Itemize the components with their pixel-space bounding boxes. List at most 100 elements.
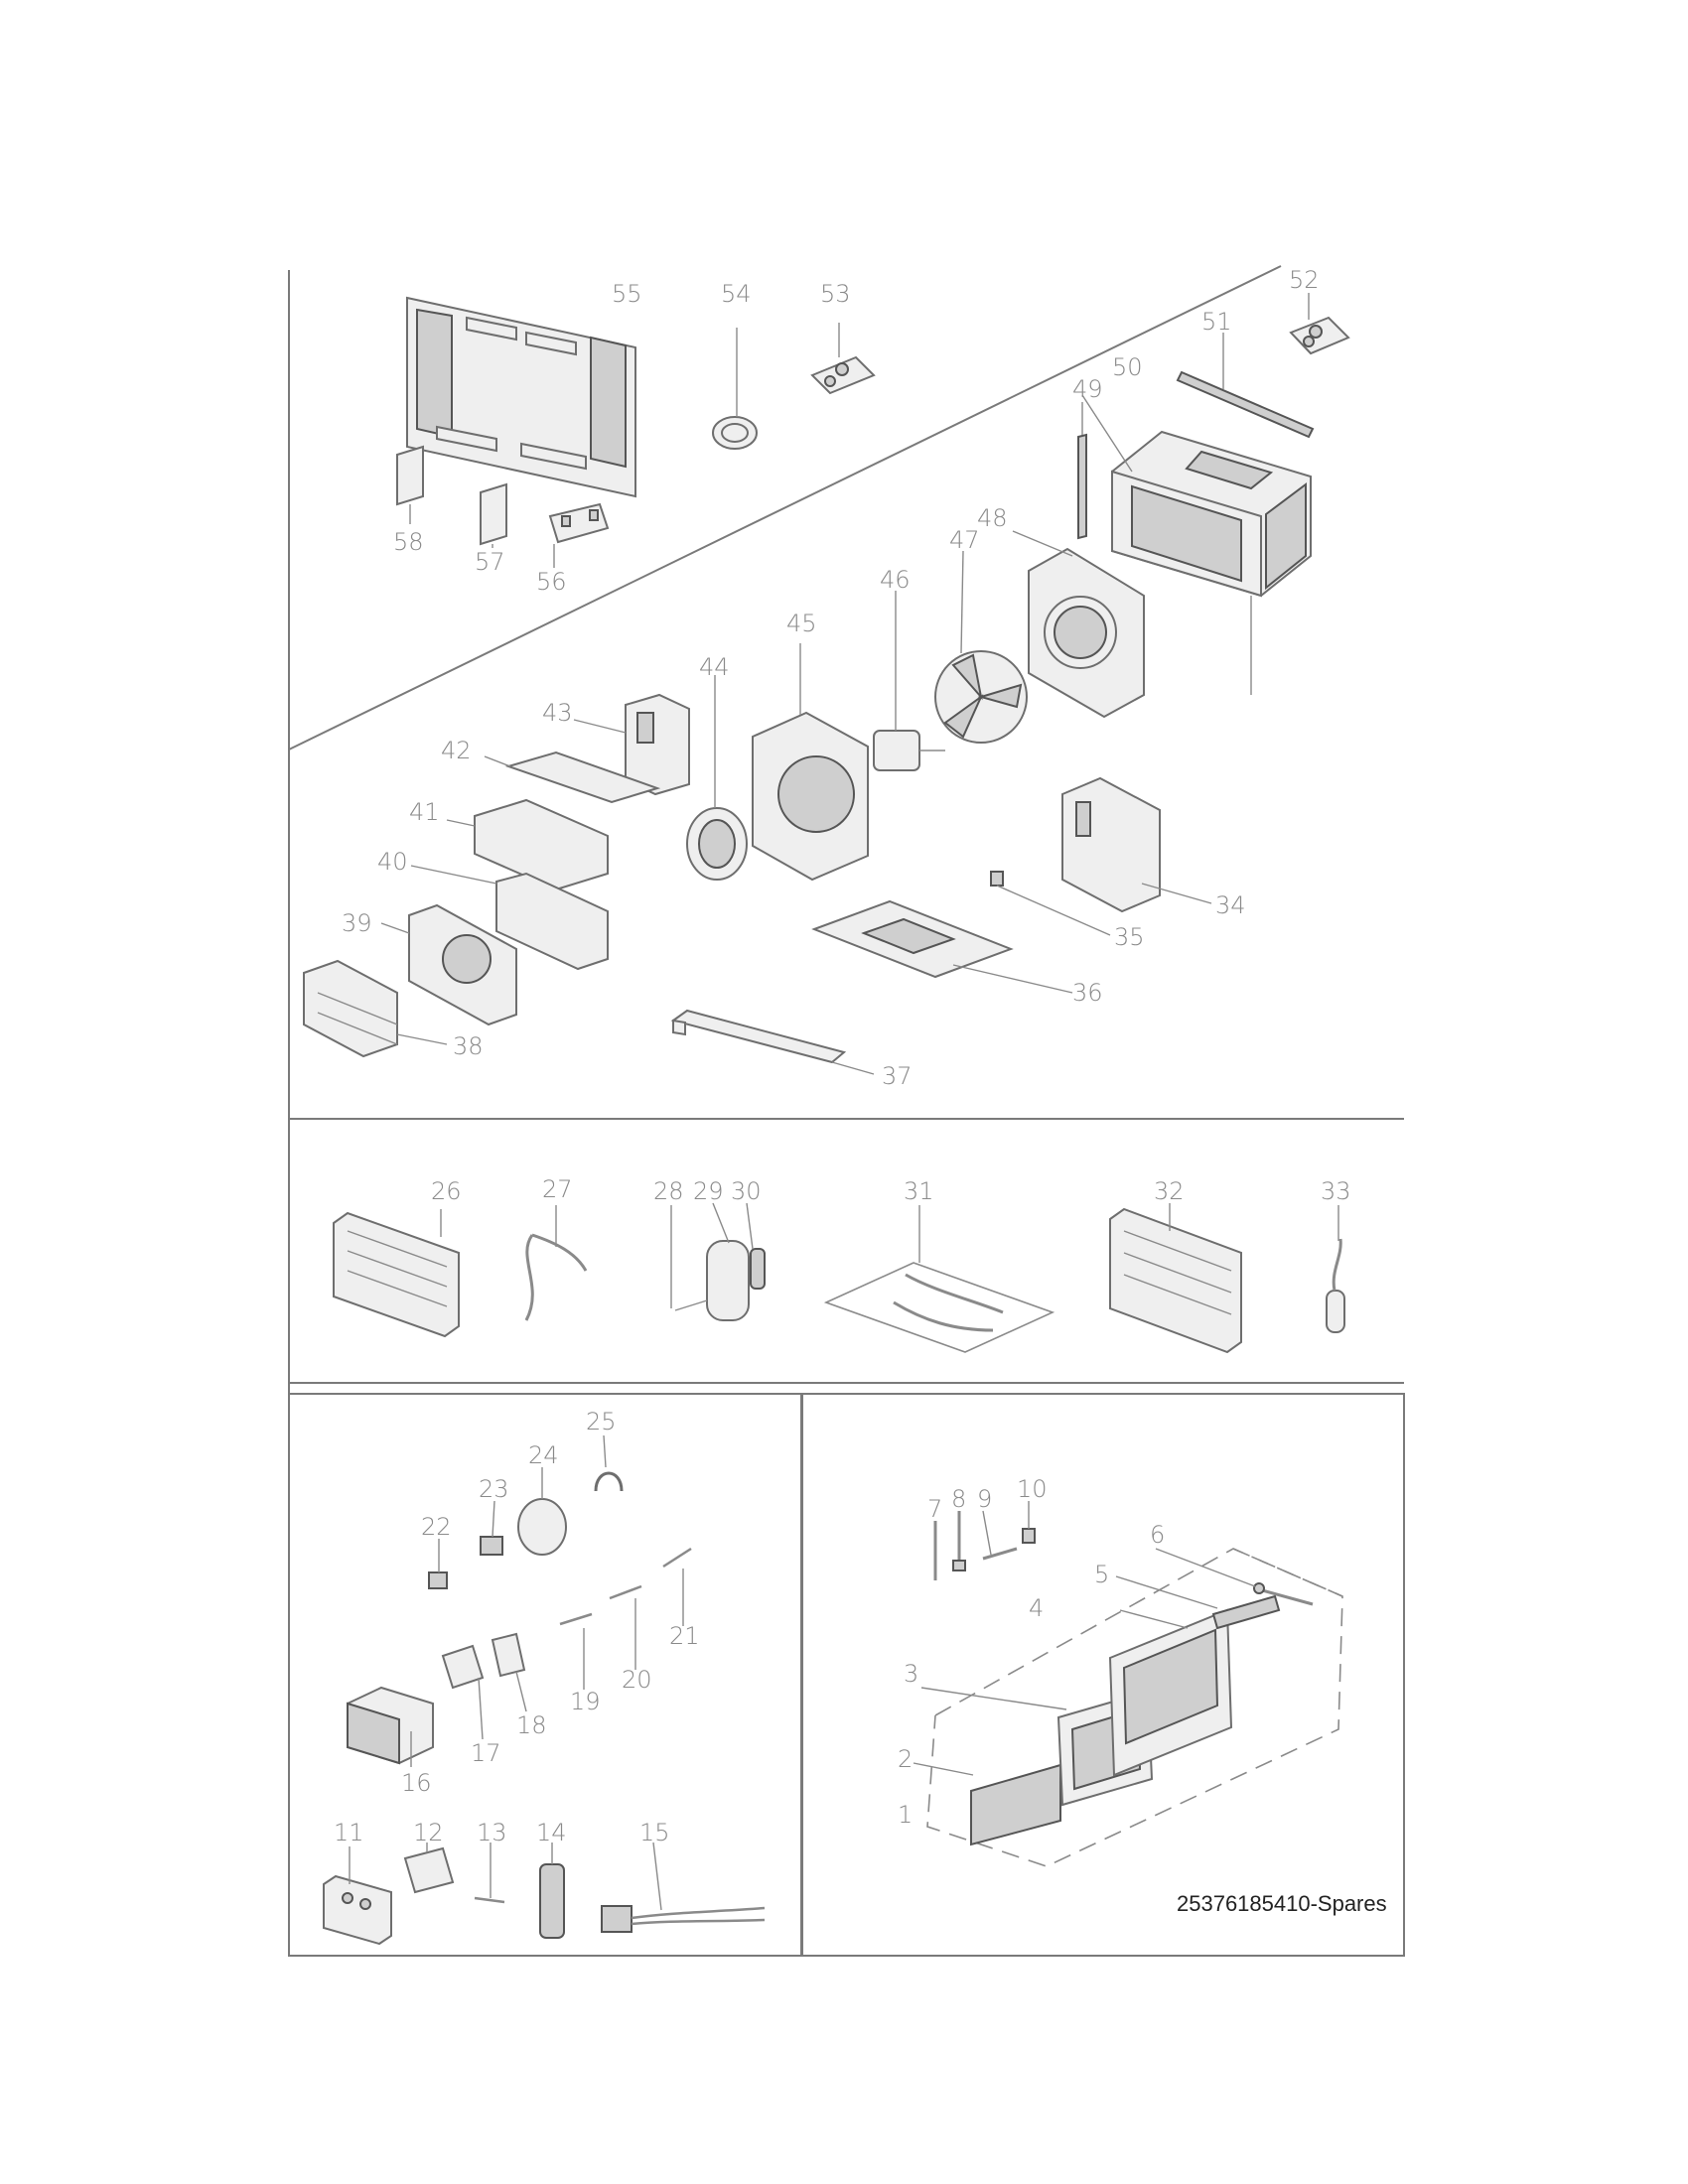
callout-21: 21 — [669, 1622, 700, 1650]
bulkhead-39 — [380, 903, 517, 1026]
callout-51: 51 — [1201, 308, 1232, 336]
section-frames — [288, 265, 1405, 1957]
callout-1: 1 — [898, 1801, 913, 1829]
callout-39: 39 — [342, 909, 372, 937]
callout-15: 15 — [639, 1819, 670, 1846]
housing-41 — [446, 798, 609, 891]
callout-24: 24 — [528, 1441, 559, 1469]
callout-16: 16 — [401, 1769, 432, 1797]
callout-30: 30 — [731, 1177, 762, 1205]
callout-53: 53 — [820, 280, 851, 308]
callout-29: 29 — [693, 1177, 724, 1205]
evaporator-coil-26 — [333, 1209, 460, 1338]
spares-code: 25376185410-Spares — [1177, 1891, 1387, 1916]
callout-28: 28 — [653, 1177, 684, 1205]
screw-pack-52 — [1289, 293, 1350, 355]
side-strip-49 — [1077, 402, 1087, 540]
heater-bracket-38 — [303, 959, 448, 1058]
window-mounting-frame — [406, 296, 636, 498]
seal-block-56 — [548, 502, 610, 568]
front-assembly-outline — [926, 1548, 1343, 1867]
scroll-housing-45 — [752, 643, 869, 882]
callout-52: 52 — [1289, 266, 1320, 294]
callout-58: 58 — [393, 528, 424, 556]
base-pan-36 — [811, 899, 1073, 994]
callout-18: 18 — [516, 1711, 547, 1739]
callout-43: 43 — [542, 699, 573, 727]
callout-45: 45 — [786, 610, 817, 637]
fan-motor-46 — [873, 591, 945, 771]
control-bracket-43 — [573, 693, 690, 796]
housing-40 — [410, 865, 609, 971]
callout-5: 5 — [1094, 1561, 1109, 1588]
blower-wheel-44 — [686, 675, 748, 881]
panel-42 — [484, 751, 661, 804]
callout-49: 49 — [1072, 375, 1103, 403]
louver-5 — [1115, 1575, 1281, 1630]
air-filter-panel-4 — [1108, 1608, 1233, 1777]
top-rail-51 — [1176, 333, 1315, 439]
callout-19: 19 — [570, 1688, 601, 1715]
callout-57: 57 — [475, 548, 505, 576]
callout-40: 40 — [377, 848, 408, 876]
callout-6: 6 — [1150, 1521, 1165, 1549]
callout-10: 10 — [1017, 1475, 1048, 1503]
callout-27: 27 — [542, 1175, 573, 1203]
refrigerant-tubing-31 — [823, 1205, 1055, 1353]
callout-46: 46 — [880, 566, 911, 594]
power-cord-15 — [601, 1842, 766, 1933]
callout-44: 44 — [699, 653, 730, 681]
cable-clamp-25 — [594, 1434, 624, 1492]
callout-47: 47 — [949, 526, 980, 554]
screw-pack-53 — [810, 323, 876, 395]
accumulator-33 — [1326, 1205, 1345, 1333]
callout-17: 17 — [471, 1739, 501, 1767]
clip-10 — [1022, 1501, 1036, 1544]
callout-33: 33 — [1321, 1177, 1351, 1205]
callout-50: 50 — [1112, 353, 1143, 381]
control-panel-11 — [323, 1846, 392, 1946]
callout-31: 31 — [904, 1177, 934, 1205]
drain-hose-coil — [712, 328, 758, 450]
cabinet-housing — [1081, 394, 1312, 695]
callout-41: 41 — [409, 798, 440, 826]
callout-48: 48 — [977, 504, 1008, 532]
callout-26: 26 — [431, 1177, 462, 1205]
callout-55: 55 — [612, 280, 642, 308]
callout-11: 11 — [334, 1819, 364, 1846]
cover-18 — [491, 1632, 527, 1712]
callout-2: 2 — [898, 1745, 913, 1773]
callout-56: 56 — [536, 568, 567, 596]
callout-9: 9 — [977, 1485, 992, 1513]
sensor-13 — [474, 1843, 505, 1904]
fan-blade-47 — [934, 550, 1028, 744]
condenser-coil-32 — [1109, 1203, 1242, 1354]
front-grille-2 — [913, 1762, 1061, 1846]
rod-9 — [982, 1510, 1018, 1561]
base-rail-37 — [670, 1009, 875, 1075]
callout-35: 35 — [1114, 923, 1145, 951]
callout-32: 32 — [1154, 1177, 1185, 1205]
callout-14: 14 — [536, 1819, 567, 1846]
side-panel-34 — [1061, 776, 1212, 913]
callout-20: 20 — [622, 1666, 652, 1694]
switch-22 — [428, 1539, 448, 1589]
callout-25: 25 — [586, 1408, 617, 1435]
callout-38: 38 — [453, 1032, 484, 1060]
callout-7: 7 — [927, 1495, 942, 1523]
relay-23 — [480, 1500, 503, 1556]
bracket-58 — [396, 445, 424, 524]
callout-42: 42 — [441, 737, 472, 764]
callout-36: 36 — [1072, 979, 1103, 1007]
callout-labels: 55 54 53 52 51 50 49 48 47 46 45 44 43 4… — [334, 266, 1351, 1846]
callout-8: 8 — [951, 1485, 966, 1513]
wire-21 — [662, 1547, 692, 1626]
capillary-tube-27 — [524, 1205, 588, 1321]
louver-linkage-6 — [1155, 1548, 1314, 1606]
capacitor-24 — [517, 1467, 567, 1556]
cover-17 — [441, 1644, 485, 1740]
callout-22: 22 — [421, 1513, 452, 1541]
pcb-12 — [403, 1843, 455, 1894]
control-box-16 — [347, 1686, 434, 1767]
